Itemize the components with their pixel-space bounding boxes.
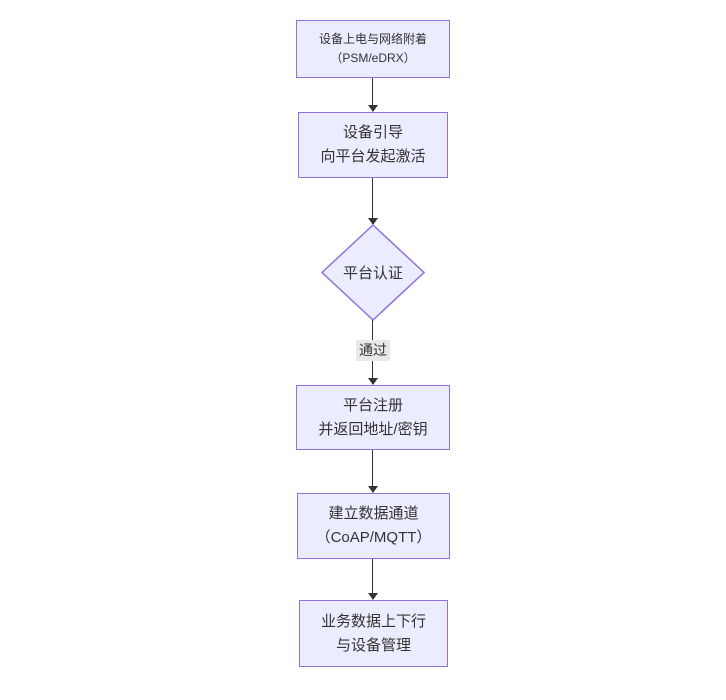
decision-label: 平台认证 xyxy=(342,265,403,282)
arrow-down-icon xyxy=(368,378,378,385)
node-label-line: 向平台发起激活 xyxy=(320,148,426,165)
arrow-down-icon xyxy=(368,218,378,225)
node-business-data-mgmt: 业务数据上下行 与设备管理 xyxy=(299,600,448,667)
node-label-line: 设备上电与网络附着 xyxy=(318,32,427,46)
node-label-line: 业务数据上下行 xyxy=(320,612,426,630)
node-device-bootstrap: 设备引导 向平台发起激活 xyxy=(298,112,448,178)
node-label-line: 设备引导 xyxy=(342,124,403,141)
arrow-down-icon xyxy=(368,486,378,493)
node-label-line: 建立数据通道 xyxy=(328,505,419,522)
edge-line xyxy=(372,450,373,486)
node-platform-register: 平台注册 并返回地址/密钥 xyxy=(296,385,450,450)
node-label-line: 平台注册 xyxy=(342,396,403,414)
node-label-line: 并返回地址/密钥 xyxy=(318,420,428,438)
edge-line xyxy=(372,178,373,218)
node-label-line: 与设备管理 xyxy=(335,636,411,654)
arrow-down-icon xyxy=(368,105,378,112)
node-data-channel: 建立数据通道 （CoAP/MQTT） xyxy=(297,493,450,559)
decision-platform-auth: 平台认证 xyxy=(321,224,425,321)
node-power-network-attach: 设备上电与网络附着 （PSM/eDRX） xyxy=(296,20,450,78)
edge-line xyxy=(372,78,373,105)
arrow-down-icon xyxy=(368,593,378,600)
node-label-line: （CoAP/MQTT） xyxy=(315,529,432,546)
diamond-shape-icon xyxy=(321,224,425,321)
node-label-line: （PSM/eDRX） xyxy=(330,51,416,65)
edge-label-pass: 通过 xyxy=(356,340,390,361)
edge-line xyxy=(372,559,373,593)
